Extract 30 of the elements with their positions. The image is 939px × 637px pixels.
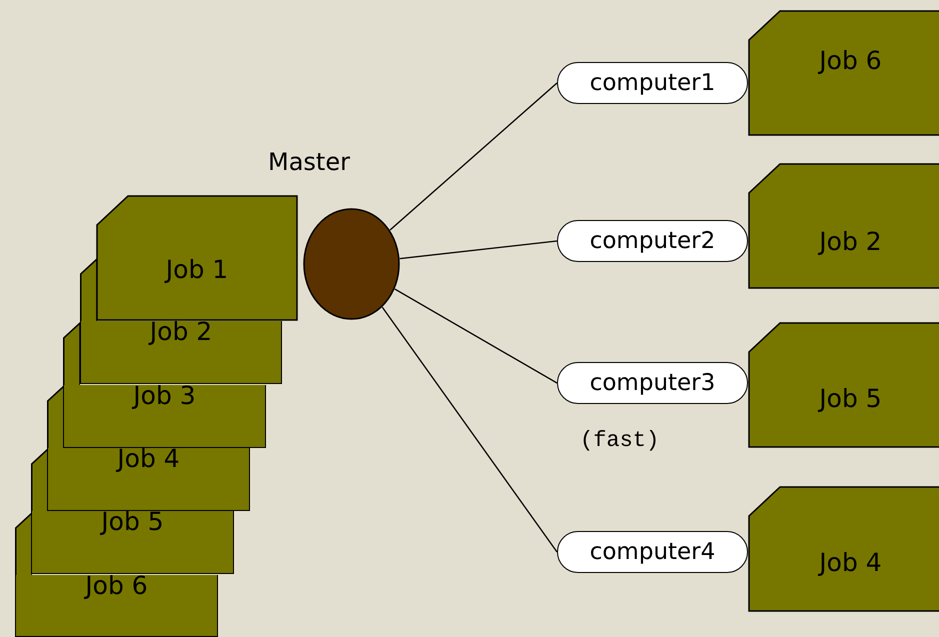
job-card (748, 10, 939, 136)
job-card (748, 163, 939, 289)
node-label: Job 1 (166, 255, 228, 284)
job-card (748, 322, 939, 448)
node-label: Job 3 (133, 381, 196, 410)
computer-node (557, 531, 748, 573)
node-caption: Master (268, 148, 350, 176)
computer-node (557, 62, 748, 104)
connector-line (394, 288, 558, 384)
connector-line (400, 240, 558, 260)
node-caption: (fast) (580, 428, 660, 453)
node-label: Job 5 (819, 384, 882, 413)
node-label: Job 6 (819, 46, 882, 75)
node-label: Job 2 (150, 317, 212, 346)
node-label: computer4 (590, 539, 716, 565)
computer-node (557, 220, 748, 262)
node-label: Job 5 (101, 507, 164, 536)
node-label: Job 6 (85, 571, 148, 600)
node-label: computer3 (590, 370, 716, 396)
connector-line (382, 306, 558, 552)
node-label: Job 2 (819, 227, 882, 256)
connector-line (390, 82, 558, 231)
job-card (748, 486, 939, 612)
node-label: Job 4 (117, 444, 180, 473)
node-label: Job 4 (819, 548, 882, 577)
master-node (303, 208, 400, 320)
node-label: computer2 (590, 228, 716, 254)
stacked-job-card (15, 575, 218, 637)
node-label: computer1 (590, 70, 716, 96)
computer-node (557, 362, 748, 404)
